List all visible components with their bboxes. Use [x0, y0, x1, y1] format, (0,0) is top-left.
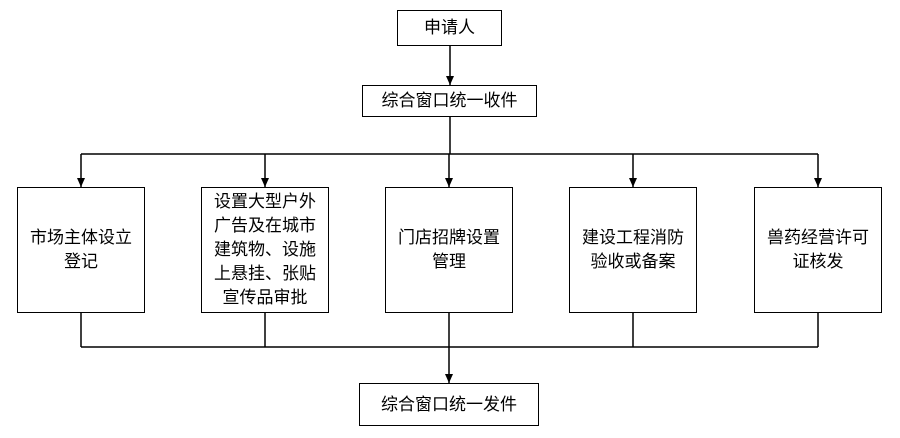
department-box-market-entity: 市场主体设立 登记	[17, 187, 145, 313]
department-label: 门店招牌设置 管理	[398, 228, 500, 272]
applicant-box: 申请人	[397, 10, 502, 46]
department-box-outdoor-advertising: 设置大型户外 广告及在城市 建筑物、设施 上悬挂、张贴 宣传品审批	[201, 187, 329, 313]
issuance-box: 综合窗口统一发件	[359, 383, 539, 426]
department-label: 建设工程消防 验收或备案	[582, 228, 684, 272]
department-box-store-signage: 门店招牌设置 管理	[385, 187, 513, 313]
issuance-label: 综合窗口统一发件	[381, 394, 517, 415]
department-label: 市场主体设立 登记	[30, 228, 132, 272]
department-box-veterinary-license: 兽药经营许可 证核发	[754, 187, 882, 313]
department-label: 设置大型户外 广告及在城市 建筑物、设施 上悬挂、张贴 宣传品审批	[214, 192, 316, 308]
applicant-label: 申请人	[424, 18, 475, 38]
department-box-fire-acceptance: 建设工程消防 验收或备案	[569, 187, 697, 313]
intake-label: 综合窗口统一收件	[381, 91, 518, 111]
intake-box: 综合窗口统一收件	[362, 85, 537, 117]
department-label: 兽药经营许可 证核发	[767, 228, 869, 272]
